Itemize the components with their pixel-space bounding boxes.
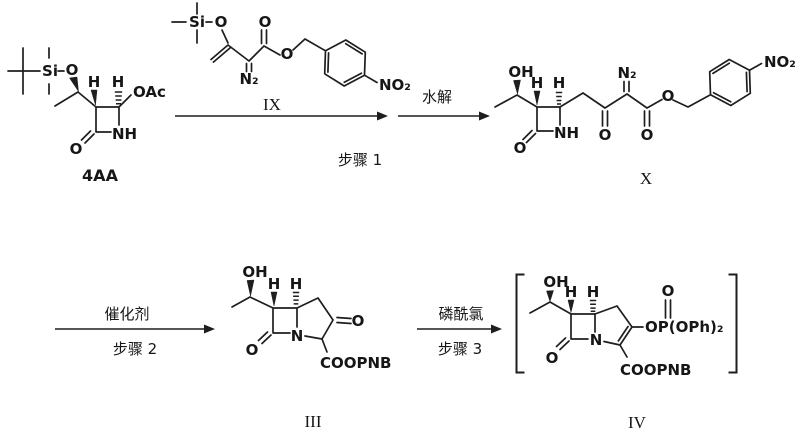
iii-hash-bond-h	[292, 291, 300, 305]
ix-ester-o-label: O	[281, 45, 294, 63]
arrow-hydrolysis: 水解	[398, 88, 490, 121]
step2-reagent-label: 催化剂	[104, 305, 149, 323]
iv-wedge-bond-h	[567, 299, 575, 313]
iv-right-bracket	[728, 273, 738, 374]
hydrolysis-label: 水解	[422, 88, 452, 106]
iii-stereo-h-left-label: H	[268, 275, 281, 293]
ix-diazo-n2-label: N₂	[239, 70, 258, 88]
iii-ketone-o-label: O	[352, 312, 365, 330]
compound-4aa-label: 4AA	[82, 166, 119, 185]
iv-lactam-o-label: O	[546, 349, 559, 367]
x-wedge-bond-oh	[513, 79, 521, 95]
x-lactam-o-label: O	[514, 139, 527, 157]
x-no2-label: NO₂	[764, 53, 796, 71]
iii-bond-lines	[231, 296, 352, 353]
4aa-silyl-o-label: O	[66, 61, 79, 79]
iv-left-bracket	[515, 273, 525, 374]
step2-arrowhead	[204, 324, 215, 334]
x-nh-label: NH	[554, 124, 579, 142]
4aa-stereo-h-right-label: H	[112, 73, 125, 91]
4aa-wedge-bond-h	[90, 89, 98, 106]
step1-arrowhead	[377, 111, 388, 121]
iv-phosphoryl-o-label: O	[662, 282, 675, 300]
iii-coopnb-label: COOPNB	[320, 354, 392, 372]
x-ester-o-label: O	[662, 87, 675, 105]
iv-phosphate-label: OP(OPh)₂	[645, 318, 723, 336]
4aa-nh-label: NH	[112, 125, 137, 143]
iv-n-label: N	[590, 331, 603, 349]
x-bond-lines	[494, 58, 763, 144]
ix-no2-label: NO₂	[379, 76, 411, 94]
arrow-step1: IX 步骤 1	[175, 95, 388, 169]
ix-silyl-o-label: O	[215, 13, 228, 31]
iii-stereo-h-right-label: H	[290, 275, 303, 293]
iii-oh-label: OH	[242, 263, 267, 281]
iii-wedge-bond-oh	[246, 279, 255, 297]
step3-label: 步骤 3	[438, 340, 482, 358]
hydrolysis-arrowhead	[479, 111, 490, 121]
step3-reagent-label: 磷酰氯	[438, 305, 483, 323]
x-stereo-h-right-label: H	[553, 74, 566, 92]
ix-si-label: Si	[189, 13, 205, 31]
compound-x-structure: OH H H NH O O N₂ O O NO₂ X	[494, 53, 796, 188]
x-hash-bond-h	[555, 91, 563, 105]
reagent-ix-structure: Si O N₂ O O NO₂	[171, 2, 411, 94]
step1-reagent-label: IX	[263, 95, 281, 114]
4aa-lactam-o-label: O	[70, 140, 83, 158]
iii-wedge-bond-h	[270, 291, 278, 307]
x-stereo-h-left-label: H	[531, 74, 544, 92]
iv-bond-lines	[529, 299, 672, 358]
arrow-step2: 催化剂 步骤 2	[55, 305, 215, 358]
4aa-wedge-bond-otbs	[69, 76, 79, 92]
step1-label: 步骤 1	[338, 151, 382, 169]
iv-coopnb-label: COOPNB	[620, 361, 692, 379]
step3-arrowhead	[491, 324, 502, 334]
iv-stereo-h-right-label: H	[587, 283, 600, 301]
iii-n-label: N	[291, 327, 304, 345]
iv-wedge-bond-oh	[546, 290, 554, 303]
ix-carbonyl-o-label: O	[259, 13, 272, 31]
compound-iv-structure: OH H H N O O OP(OPh)₂ COOPNB IV	[515, 273, 738, 432]
x-oh-label: OH	[508, 63, 533, 81]
iv-stereo-h-left-label: H	[565, 283, 578, 301]
x-ketone-o-label: O	[599, 126, 612, 144]
compound-iv-label: IV	[628, 413, 647, 432]
iii-lactam-o-label: O	[246, 341, 259, 359]
compound-x-label: X	[640, 169, 652, 188]
step2-label: 步骤 2	[113, 340, 157, 358]
iv-hash-bond-h	[589, 299, 597, 312]
ix-bond-lines	[171, 2, 378, 87]
compound-4aa-structure: Si O H H OAc NH O 4AA	[7, 47, 166, 185]
compound-iii-label: III	[305, 412, 322, 431]
x-carbonyl-o-label: O	[641, 126, 654, 144]
iv-oh-label: OH	[543, 273, 568, 291]
compound-iii-structure: OH H H N O O COOPNB III	[231, 263, 392, 431]
4aa-stereo-h-left-label: H	[88, 73, 101, 91]
x-diazo-n2-label: N₂	[617, 64, 636, 82]
4aa-hash-bond-h	[114, 91, 123, 105]
x-wedge-bond-h	[533, 90, 541, 106]
4aa-bond-lines	[7, 47, 132, 144]
4aa-si-label: Si	[42, 62, 58, 80]
4aa-oac-label: OAc	[133, 83, 166, 101]
arrow-step3: 磷酰氯 步骤 3	[417, 305, 502, 358]
